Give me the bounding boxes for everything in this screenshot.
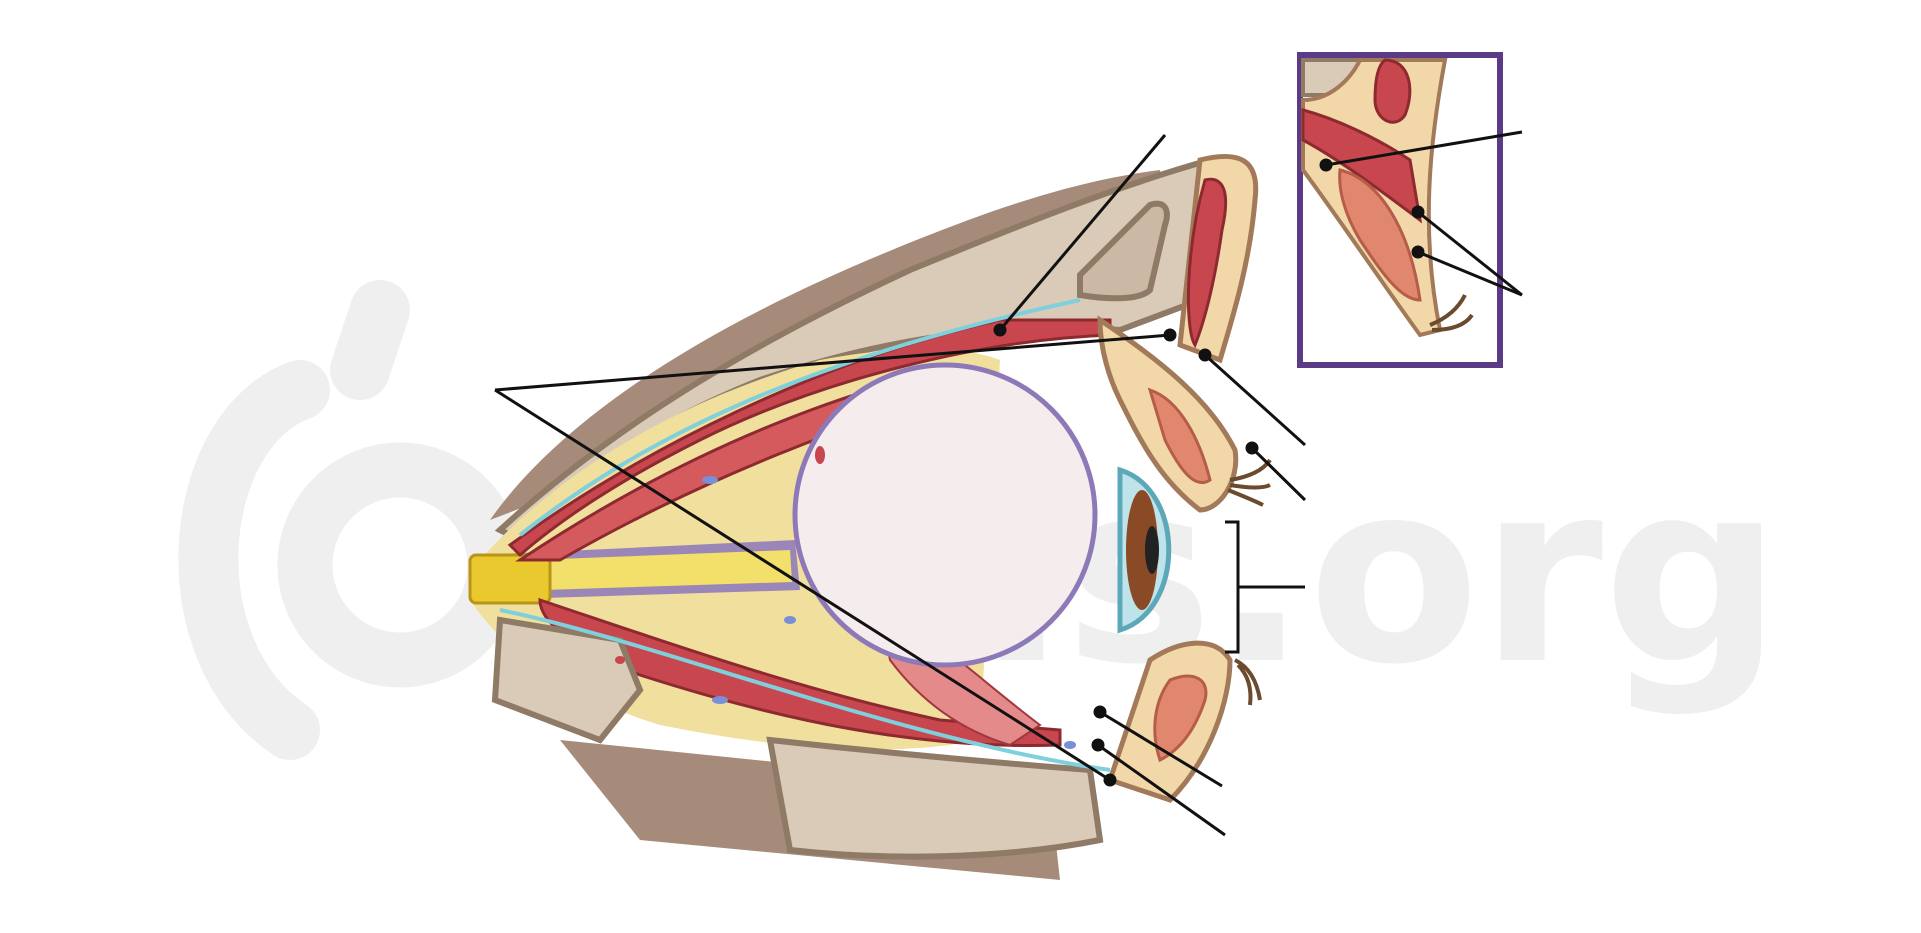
periosteum-upper: [518, 298, 1081, 537]
leader-line-inset-1: [1325, 130, 1523, 167]
leader-dot-orbicularis: [1198, 348, 1212, 362]
optic-canal: [468, 553, 552, 605]
leader-line-orbicularis: [1203, 353, 1307, 447]
watermark-logo-arc: [178, 280, 410, 760]
levator-palpebrae-muscle: [507, 318, 1112, 558]
maxilla-bone: [766, 736, 1104, 860]
frontal-sinus: [1077, 200, 1170, 302]
pupil: [1145, 526, 1159, 574]
blood-vessels: [615, 446, 1076, 749]
leader-dot-inset-2b: [1411, 245, 1425, 259]
vessel: [712, 696, 728, 704]
vessel: [1064, 741, 1076, 749]
leader-dot-inferior-tarsal: [1093, 705, 1107, 719]
leader-dot-inset-2a: [1411, 205, 1425, 219]
orbital-floor-bone: [491, 616, 644, 744]
leader-dot-inset-1: [1319, 158, 1333, 172]
upper-tarsal-plate: [1147, 387, 1212, 484]
leader-line-capsulopalpebral: [1097, 743, 1226, 837]
inset-muscle-top: [1373, 58, 1412, 124]
leader-dot-levator: [993, 323, 1007, 337]
iris: [1126, 490, 1158, 610]
leader-dot-rectus-bottom: [1103, 773, 1117, 787]
vessel: [784, 616, 796, 624]
label-lines: [494, 130, 1523, 837]
leader-line-rectus-top: [494, 333, 1171, 392]
leader-line-rectus-bottom: [494, 388, 1111, 782]
inset-eyelashes: [1429, 294, 1474, 332]
leader-dot-capsulopalpebral: [1091, 738, 1105, 752]
vessel: [702, 476, 718, 484]
eyeball-sclera: [792, 362, 1098, 668]
lower-tarsal-plate: [1153, 674, 1208, 763]
inset-panel: [1297, 52, 1503, 368]
brow-muscle: [1186, 177, 1228, 349]
lower-eyelashes: [1234, 658, 1262, 706]
leader-line-tarsal: [1250, 446, 1307, 502]
leader-line-inset-2b: [1417, 250, 1523, 297]
leader-dot-rectus-top: [1163, 328, 1177, 342]
leader-line-inferior-tarsal: [1099, 710, 1223, 788]
leader-line-levator: [998, 134, 1167, 331]
leader-dot-tarsal: [1245, 441, 1259, 455]
palpebral-fissure-bracket: [1225, 520, 1305, 654]
inset-levator: [1301, 108, 1423, 224]
inset-tarsal-plate: [1338, 168, 1422, 302]
periosteum-line: [499, 608, 1111, 772]
leader-line-inset-2a: [1417, 210, 1523, 297]
vessel: [815, 446, 825, 464]
vessel: [615, 656, 625, 664]
watermark-logo-ring: [277, 442, 523, 688]
